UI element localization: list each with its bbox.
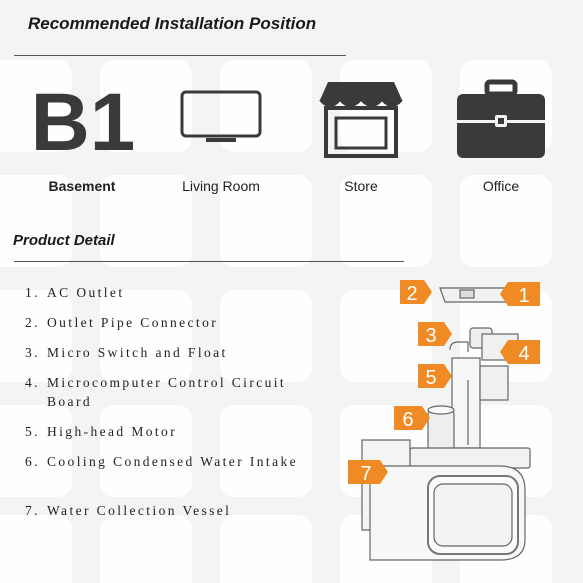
list-item: 4. Microcomputer Control Circuit Board bbox=[25, 373, 335, 411]
list-item: 3. Micro Switch and Float bbox=[25, 343, 335, 362]
page-title: Recommended Installation Position bbox=[28, 14, 317, 33]
item-number: 3. bbox=[25, 345, 40, 360]
item-text: Micro Switch and Float bbox=[47, 345, 228, 360]
svg-text:2: 2 bbox=[406, 283, 417, 305]
callout-badge-4: 4 bbox=[500, 340, 540, 365]
list-item: 7. Water Collection Vessel bbox=[25, 501, 335, 520]
position-label-living-room: Living Room bbox=[182, 178, 260, 194]
position-label-office: Office bbox=[482, 178, 520, 194]
callout-badge-5: 5 bbox=[418, 364, 452, 389]
position-label-store: Store bbox=[344, 178, 378, 194]
item-number: 5. bbox=[25, 424, 40, 439]
living-room-icon-cell bbox=[166, 78, 276, 148]
product-exploded-diagram: 2 1 3 4 5 6 7 bbox=[348, 280, 540, 561]
list-item: 5. High-head Motor bbox=[25, 422, 335, 441]
section-divider bbox=[14, 261, 404, 262]
item-text: Outlet Pipe Connector bbox=[47, 315, 219, 330]
item-number: 1. bbox=[25, 285, 40, 300]
svg-text:5: 5 bbox=[425, 367, 436, 389]
item-text: AC Outlet bbox=[47, 285, 125, 300]
callout-badge-3: 3 bbox=[418, 322, 452, 347]
item-text: Cooling Condensed Water Intake bbox=[47, 454, 299, 469]
item-text: High-head Motor bbox=[47, 424, 178, 439]
list-item: 6. Cooling Condensed Water Intake bbox=[25, 452, 335, 471]
item-number: 6. bbox=[25, 454, 40, 469]
svg-text:7: 7 bbox=[360, 463, 371, 485]
item-number: 7. bbox=[25, 503, 40, 518]
callout-badge-7: 7 bbox=[348, 460, 388, 485]
list-item: 2. Outlet Pipe Connector bbox=[25, 313, 335, 332]
item-number: 2. bbox=[25, 315, 40, 330]
b1-icon: B1 bbox=[33, 78, 133, 158]
list-item: 1. AC Outlet bbox=[25, 283, 335, 302]
store-icon-cell bbox=[306, 78, 416, 160]
svg-text:6: 6 bbox=[402, 409, 413, 431]
item-number: 4. bbox=[25, 375, 40, 390]
callout-badge-1: 1 bbox=[500, 282, 540, 307]
callout-badge-2: 2 bbox=[400, 280, 432, 305]
basement-icon-cell: B1 bbox=[28, 78, 138, 158]
svg-text:3: 3 bbox=[425, 325, 436, 347]
item-text: Water Collection Vessel bbox=[47, 503, 232, 518]
callout-badge-6: 6 bbox=[394, 406, 430, 431]
section-title: Product Detail bbox=[13, 232, 115, 249]
svg-text:B1: B1 bbox=[33, 78, 133, 158]
svg-text:1: 1 bbox=[518, 285, 529, 307]
store-icon bbox=[319, 82, 403, 158]
title-divider bbox=[14, 55, 346, 56]
briefcase-icon bbox=[457, 79, 545, 158]
tv-icon bbox=[180, 90, 262, 142]
svg-text:4: 4 bbox=[518, 343, 529, 365]
position-label-basement: Basement bbox=[48, 178, 116, 194]
item-text: Microcomputer Control Circuit Board bbox=[47, 375, 287, 409]
office-icon-cell bbox=[446, 78, 556, 164]
